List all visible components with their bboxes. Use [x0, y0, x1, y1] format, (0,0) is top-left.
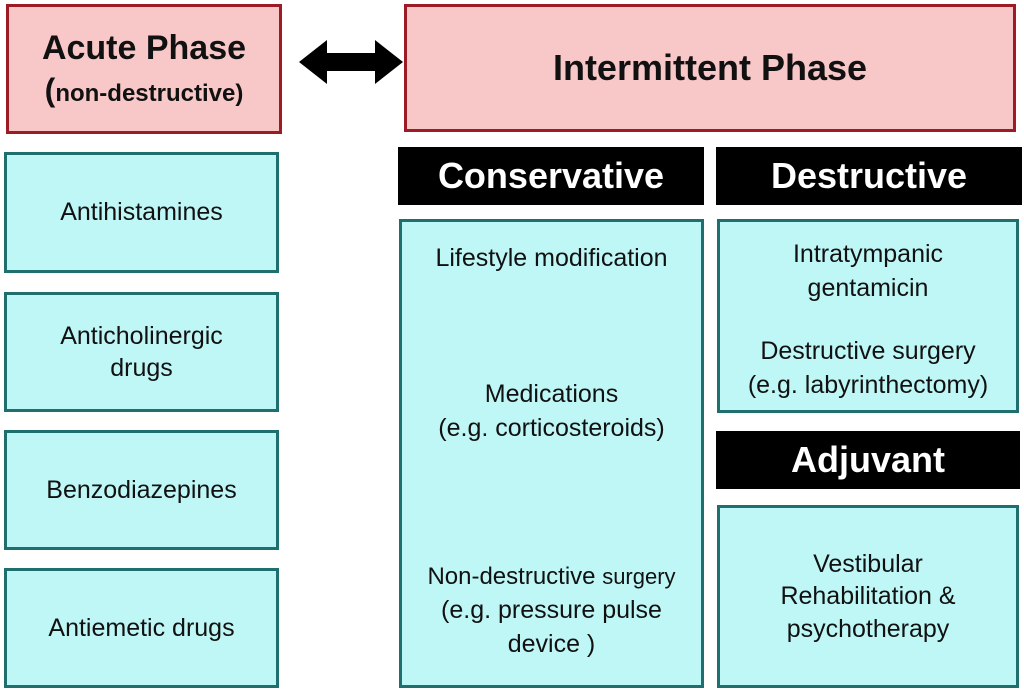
- acute-item-benzodiazepines: Benzodiazepines: [4, 430, 279, 550]
- acute-item-label: Benzodiazepines: [46, 475, 237, 504]
- intratympanic-label: Intratympanic: [792, 240, 944, 268]
- intermittent-phase-box: Intermittent Phase: [404, 4, 1016, 132]
- acute-phase-subtitle: (non-destructive): [45, 72, 244, 109]
- double-headed-arrow-icon: [299, 40, 403, 84]
- gentamicin-label: gentamicin: [807, 273, 929, 302]
- destructive-surgery-group: Destructive surgery (e.g. labyrinthectom…: [720, 335, 1016, 403]
- adjuvant-header: Adjuvant: [716, 431, 1020, 489]
- destructive-header: Destructive: [716, 147, 1022, 205]
- destructive-box: Intratympanic gentamicin Destructive sur…: [717, 219, 1019, 413]
- pressure-pulse-example-line1: (e.g. pressure pulse: [441, 595, 662, 624]
- intratympanic-gentamicin-group: Intratympanic gentamicin: [720, 238, 1016, 306]
- acute-item-anticholinergic-drugs: Anticholinergic drugs: [4, 292, 279, 412]
- acute-item-antiemetic-drugs: Antiemetic drugs: [4, 568, 279, 688]
- medications-example: (e.g. corticosteroids): [438, 413, 665, 442]
- acute-item-label: Antihistamines: [60, 198, 223, 227]
- labyrinthectomy-example: (e.g. labyrinthectomy): [747, 370, 989, 399]
- adjuvant-header-label: Adjuvant: [790, 439, 945, 480]
- vestibular-label: Vestibular: [813, 549, 923, 578]
- non-destructive-surgery-group: Non-destructive surgery (e.g. pressure p…: [402, 560, 701, 661]
- intermittent-phase-title: Intermittent Phase: [552, 47, 868, 88]
- lifestyle-modification: Lifestyle modification: [435, 244, 668, 272]
- acute-item-label: Anticholinergic drugs: [60, 321, 223, 383]
- acute-item-antihistamines: Antihistamines: [4, 152, 279, 273]
- non-destructive-surgery-label: Non-destructive surgery: [402, 560, 701, 594]
- destructive-surgery-label: Destructive surgery: [760, 337, 976, 365]
- rehabilitation-label: Rehabilitation &: [780, 582, 956, 611]
- destructive-header-label: Destructive: [770, 155, 968, 196]
- acute-phase-title: Acute Phase: [41, 29, 247, 67]
- pressure-pulse-example-line2: device ): [507, 629, 596, 658]
- medications-group: Medications (e.g. corticosteroids): [402, 378, 701, 446]
- conservative-header: Conservative: [398, 147, 704, 205]
- acute-phase-subtitle-text: non-destructive): [55, 80, 244, 107]
- conservative-box: Lifestyle modification Medications (e.g.…: [399, 219, 704, 688]
- adjuvant-box: Vestibular Rehabilitation & psychotherap…: [717, 505, 1019, 688]
- non-destructive-prefix: Non-destructive: [427, 563, 603, 590]
- acute-phase-box: Acute Phase (non-destructive): [6, 4, 282, 134]
- psychotherapy-label: psychotherapy: [786, 614, 950, 643]
- acute-item-label: Antiemetic drugs: [48, 613, 235, 642]
- conservative-header-label: Conservative: [437, 155, 665, 196]
- medications-label: Medications: [484, 380, 619, 408]
- acute-phase-subtitle-paren: (: [44, 72, 56, 108]
- non-destructive-suffix: surgery: [602, 564, 676, 589]
